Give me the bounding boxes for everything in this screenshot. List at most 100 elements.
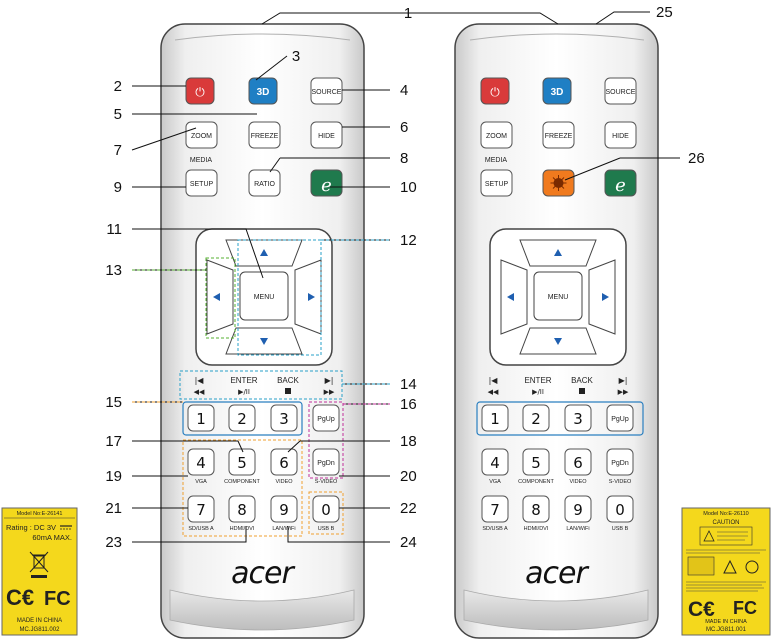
component-label: COMPONENT (224, 479, 260, 485)
hdmi-label-r: HDMI/DVI (524, 526, 549, 532)
setup-button[interactable] (185, 169, 218, 197)
key-1-label: 1 (196, 410, 206, 428)
setup-button-label: SETUP (190, 181, 214, 188)
colored-callout-lines (132, 239, 390, 405)
lanwifi-label-r: LAN/WiFi (566, 526, 589, 532)
key-3[interactable] (270, 404, 298, 432)
menu-button[interactable] (239, 271, 289, 321)
key-2-label: 2 (237, 410, 247, 428)
key-0[interactable] (312, 495, 340, 523)
callout-13: 13 (105, 262, 122, 279)
e-button-r[interactable] (604, 169, 637, 197)
fast-forward-icon-r: ▶▶ (618, 388, 629, 396)
power-icon: ⏻ (195, 85, 205, 99)
source-button-label: SOURCE (312, 89, 342, 96)
power-icon-r: ⏻ (490, 85, 500, 99)
key-4-r[interactable] (481, 448, 509, 476)
key-3-r[interactable] (564, 404, 592, 432)
pgdn-label: PgDn (317, 460, 335, 467)
freeze-button-r[interactable] (542, 121, 575, 149)
source-button-label-r: SOURCE (606, 89, 636, 96)
ce-mark-icon-r: C€ (688, 598, 715, 621)
label-left-code: MC.JG811.002 (20, 627, 61, 633)
setup-button-r[interactable] (480, 169, 513, 197)
3d-button[interactable] (248, 77, 278, 105)
menu-button-r[interactable] (533, 271, 583, 321)
key-4-label-r: 4 (490, 454, 500, 472)
pgup-label: PgUp (317, 416, 335, 423)
rewind-icon: ◀◀ (194, 388, 205, 396)
callout-15: 15 (105, 394, 122, 411)
callout-8: 8 (400, 150, 408, 167)
remote-left: ⏻ 3D SOURCE ZOOM FREEZE HIDE MEDIA SETUP… (160, 23, 365, 639)
callout-9: 9 (114, 179, 122, 196)
pgdn-button-r[interactable] (606, 448, 634, 476)
pgup-button[interactable] (312, 404, 340, 432)
laser-warning-box (699, 526, 753, 546)
pgup-button-r[interactable] (606, 404, 634, 432)
power-button-r[interactable] (480, 77, 510, 105)
ratio-button[interactable] (248, 169, 281, 197)
callout-19: 19 (105, 468, 122, 485)
key-2-r[interactable] (522, 404, 550, 432)
back-label-r: BACK (571, 376, 593, 385)
key-1-label-r: 1 (490, 410, 500, 428)
pgdn-label-r: PgDn (611, 460, 629, 467)
sdusb-label-r: SD/USB A (482, 526, 508, 532)
svideo-label-r: S-VIDEO (609, 479, 632, 485)
prev-icon-r: |◀ (489, 376, 499, 385)
usbb-label: USB B (318, 526, 335, 532)
e-button[interactable] (310, 169, 343, 197)
key-6[interactable] (270, 448, 298, 476)
key-1-r[interactable] (481, 404, 509, 432)
source-button-r[interactable] (604, 77, 637, 105)
laser-rays (550, 175, 567, 191)
callout-26: 26 (688, 150, 705, 167)
next-icon-r: ▶| (619, 376, 628, 385)
up-arrow-icon (260, 249, 268, 256)
key-8[interactable] (228, 495, 256, 523)
pgdn-button[interactable] (312, 448, 340, 476)
key-4[interactable] (187, 448, 215, 476)
key-5-r[interactable] (522, 448, 550, 476)
key-7-r[interactable] (481, 495, 509, 523)
key-8-r[interactable] (522, 495, 550, 523)
menu-button-label-r: MENU (548, 294, 569, 301)
guide-16 (308, 401, 344, 479)
guide-digits (182, 401, 303, 436)
guide-15 (182, 439, 303, 537)
key-1[interactable] (187, 404, 215, 432)
hide-button[interactable] (310, 121, 343, 149)
callout-24: 24 (400, 534, 417, 551)
3d-button-label-r: 3D (551, 87, 564, 98)
3d-button-r[interactable] (542, 77, 572, 105)
label-right-caution: CAUTION (713, 520, 740, 526)
key-2[interactable] (228, 404, 256, 432)
key-9[interactable] (270, 495, 298, 523)
guide-12 (237, 239, 322, 356)
key-6-r[interactable] (564, 448, 592, 476)
video-label-r: VIDEO (569, 479, 587, 485)
power-button[interactable] (185, 77, 215, 105)
freeze-button[interactable] (248, 121, 281, 149)
key-9-r[interactable] (564, 495, 592, 523)
freeze-button-label: FREEZE (251, 133, 279, 140)
hide-button-r[interactable] (604, 121, 637, 149)
component-label-r: COMPONENT (518, 479, 554, 485)
fast-forward-icon: ▶▶ (324, 388, 335, 396)
callout-14: 14 (400, 376, 417, 393)
lanwifi-label: LAN/WiFi (272, 526, 295, 532)
callout-11: 11 (106, 221, 122, 238)
play-pause-icon-r: ▶/II (532, 388, 544, 396)
key-7[interactable] (187, 495, 215, 523)
key-0-label-r: 0 (615, 501, 625, 519)
key-0-r[interactable] (606, 495, 634, 523)
up-arrow-icon-r (554, 249, 562, 256)
stop-icon (285, 388, 291, 394)
vga-label-r: VGA (489, 479, 501, 485)
prev-icon: |◀ (195, 376, 205, 385)
guide-13 (205, 257, 236, 339)
zoom-button-r[interactable] (480, 121, 513, 149)
source-button[interactable] (310, 77, 343, 105)
left-arrow-icon-r (507, 293, 514, 301)
